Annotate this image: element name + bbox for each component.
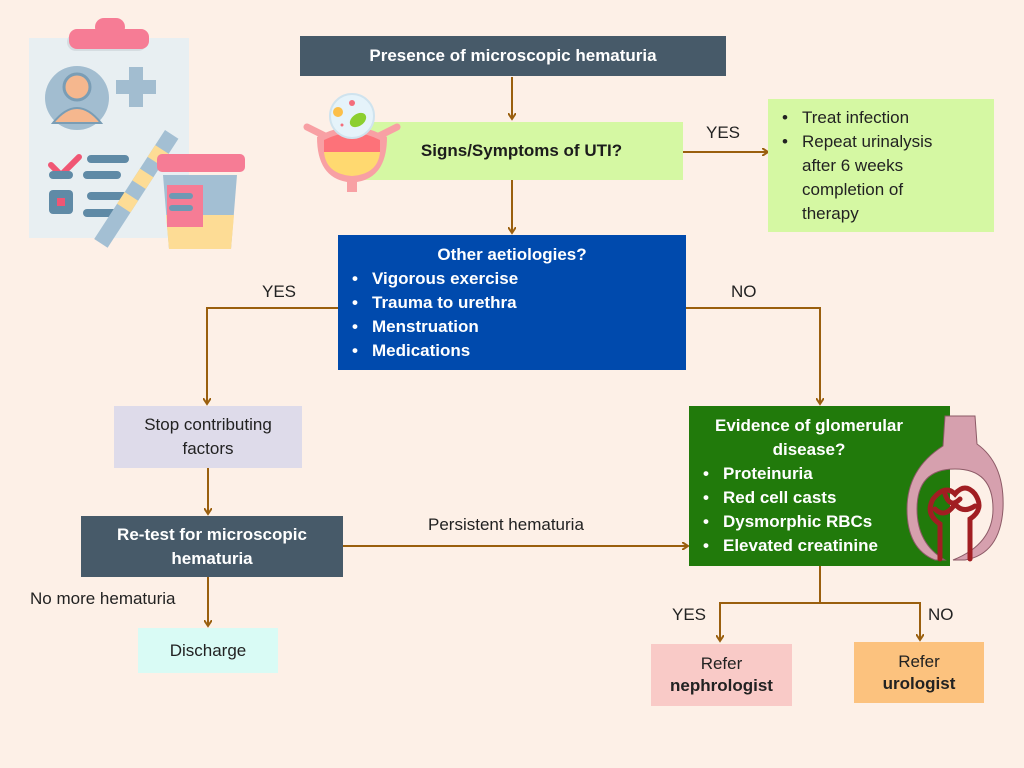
aetiology-title: Other aetiologies? (437, 244, 587, 264)
uti-yes-label: YES (706, 123, 741, 142)
persistent-label: Persistent hematuria (428, 515, 584, 534)
treat-item: Treat infection (782, 106, 994, 130)
glomerular-item: Red cell casts (703, 486, 950, 510)
glomerular-item: Proteinuria (703, 462, 950, 486)
other-aetiologies-box: Other aetiologies? Vigorous exercise Tra… (338, 235, 686, 370)
discharge-label: Discharge (169, 640, 247, 660)
start-label: Presence of microscopic hematuria (369, 46, 657, 65)
urologist-line2: urologist (882, 673, 956, 693)
aetiology-no-label: NO (731, 282, 757, 301)
glomerular-item: Dysmorphic RBCs (703, 510, 950, 534)
uti-question-label: Signs/Symptoms of UTI? (420, 141, 623, 160)
glomerular-title: Evidence of glomerular disease? (715, 416, 903, 459)
glomerulus-icon (906, 415, 1004, 562)
glomerular-yes-label: YES (672, 605, 707, 624)
glomerular-item: Elevated creatinine (703, 534, 950, 558)
arrow-glomerular-no (820, 602, 920, 639)
glomerular-no-label: NO (928, 605, 954, 624)
aetiology-item: Medications (352, 339, 686, 363)
aetiology-item: Vigorous exercise (352, 267, 686, 291)
bladder-bacteria-icon (303, 93, 401, 192)
arrow-glomerular-split (720, 566, 821, 640)
nephrologist-line2: nephrologist (670, 676, 773, 695)
discharge-box: Discharge (138, 628, 278, 673)
stop-factors-label: Stop contributing factors (144, 415, 272, 458)
stop-factors-box: Stop contributing factors (114, 406, 302, 468)
start-box: Presence of microscopic hematuria (300, 36, 726, 76)
clipboard-urine-test-icon (29, 18, 245, 249)
refer-nephrologist-box: Refer nephrologist (651, 644, 792, 706)
nephrologist-line1: Refer (700, 654, 743, 673)
arrow-aetiology-yes (207, 307, 338, 403)
aetiology-item: Trauma to urethra (352, 291, 686, 315)
urologist-line1: Refer (898, 651, 940, 671)
uti-question-box: Signs/Symptoms of UTI? (340, 122, 683, 180)
retest-box: Re-test for microscopic hematuria (81, 516, 343, 577)
refer-urologist-box: Refer urologist (854, 642, 984, 703)
no-more-label: No more hematuria (30, 589, 176, 608)
retest-label: Re-test for microscopic hematuria (117, 524, 307, 568)
arrow-aetiology-no (686, 307, 820, 403)
aetiology-item: Menstruation (352, 315, 686, 339)
treat-infection-box: Treat infection Repeat urinalysis after … (768, 99, 994, 232)
aetiology-yes-label: YES (262, 282, 297, 301)
treat-item: Repeat urinalysis after 6 weeks completi… (782, 130, 952, 226)
glomerular-box: Evidence of glomerular disease? Proteinu… (689, 406, 950, 566)
